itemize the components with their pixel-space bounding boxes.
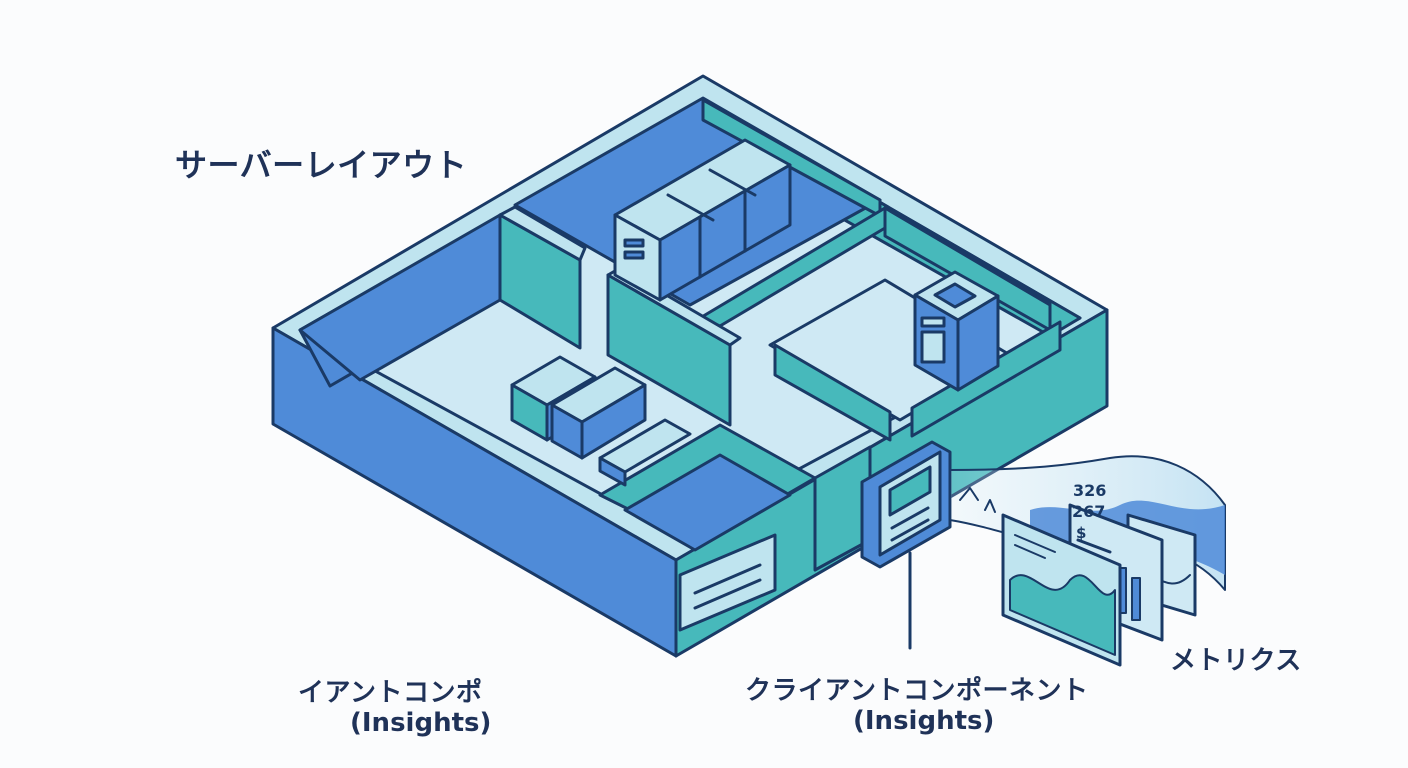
client-component-label: クライアントコンポーネント [745,676,1089,706]
metrics-card-front [1001,513,1122,667]
client-device [860,440,952,569]
client-component-short-label: イアントコンポ [298,678,483,708]
metric-currency-symbol: $ [1076,524,1086,542]
room-left-partition-top [498,205,587,262]
server-rack-right [913,270,1000,392]
metrics-label: メトリクス [1170,646,1302,676]
front-wall-panel [678,533,777,632]
client-component-sublabel: (Insights) [853,706,995,736]
server-blocks-left [510,355,692,487]
server-rack-group-top [613,138,792,302]
right-partition-a [773,343,892,442]
server-layout-label: サーバーレイアウト [175,146,468,184]
metric-value-2: 267 [1072,502,1105,521]
metric-value-1: 326 [1073,481,1106,500]
right-partition-b [910,320,1062,438]
room-bottom-floor [623,453,792,552]
client-component-short-sublabel: (Insights) [350,708,492,738]
